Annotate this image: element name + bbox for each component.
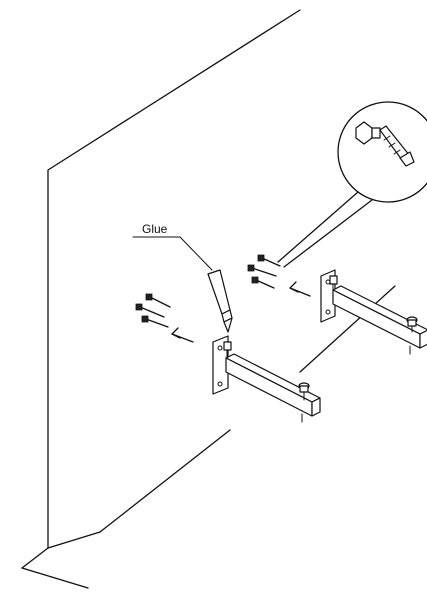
wall: [21, 9, 396, 589]
bracket-left-end-knob: [298, 382, 310, 401]
bracket-right-end-knob: [406, 316, 418, 333]
anchor-bolt-left-1: [145, 293, 171, 308]
bracket-right: [320, 269, 427, 355]
glue-callout: Glue: [132, 222, 213, 271]
magnified-anchor-bolt-icon: [355, 121, 415, 167]
anchor-bolt-right-1: [257, 254, 281, 267]
anchor-bolt-right-3: [251, 276, 275, 289]
anchor-bolts-left: [135, 293, 171, 328]
bracket-right-top-knob: [329, 275, 338, 292]
anchor-bolts-right: [247, 254, 281, 289]
left-arrow-icon: [171, 327, 194, 343]
anchor-detail-callout: [277, 101, 427, 268]
anchor-bolt-right-2: [247, 264, 277, 277]
bracket-left: [212, 335, 321, 423]
bracket-left-top-knob: [223, 341, 232, 359]
glue-label: Glue: [142, 222, 168, 236]
anchor-bolt-left-2: [135, 303, 165, 318]
glue-tube: [207, 269, 233, 333]
right-arrow-icon: [289, 281, 311, 297]
anchor-bolt-left-3: [141, 315, 169, 328]
